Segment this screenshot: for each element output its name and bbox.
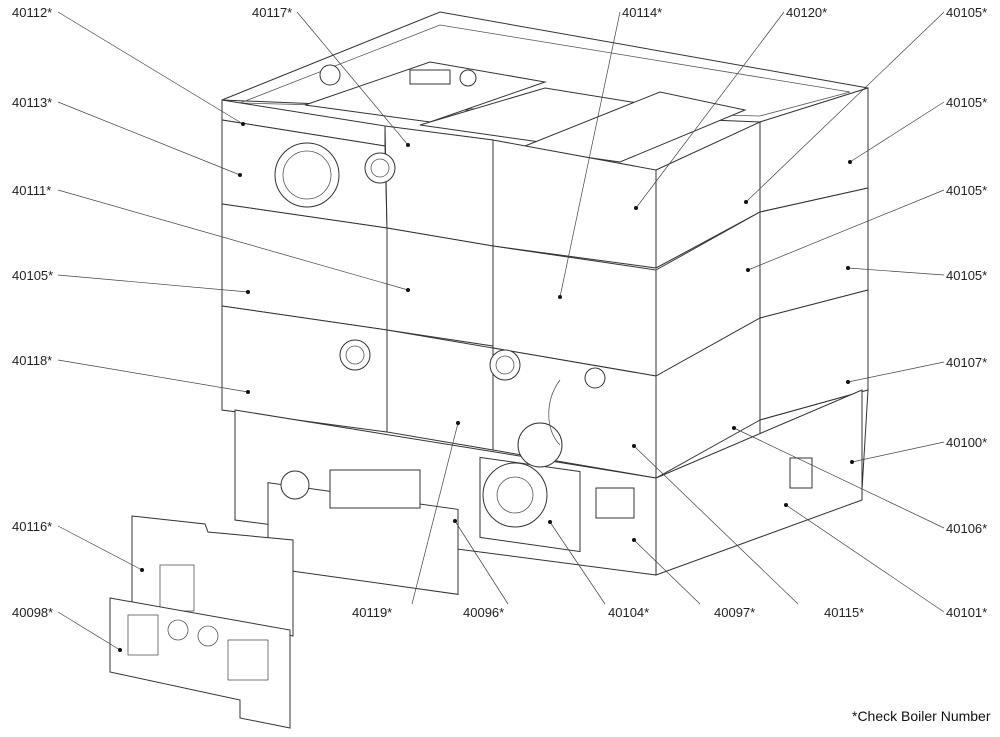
top-heat-exchanger-left bbox=[304, 61, 547, 123]
label-40104: 40104* bbox=[608, 605, 649, 620]
label-40118: 40118* bbox=[12, 353, 52, 368]
label-40105-r3: 40105* bbox=[946, 268, 987, 283]
leader-lines bbox=[57, 11, 945, 651]
label-40105-top: 40105* bbox=[946, 5, 987, 20]
label-40096: 40096* bbox=[463, 605, 504, 620]
label-40097: 40097* bbox=[714, 605, 755, 620]
label-40098: 40098* bbox=[12, 605, 53, 620]
label-40105-r2: 40105* bbox=[946, 183, 987, 198]
label-40106: 40106* bbox=[946, 521, 987, 536]
label-40100: 40100* bbox=[946, 435, 987, 450]
leader-dots bbox=[118, 122, 854, 652]
label-40111: 40111* bbox=[12, 183, 51, 198]
label-40115: 40115* bbox=[824, 605, 864, 620]
label-40105-r1: 40105* bbox=[946, 95, 987, 110]
label-40107: 40107* bbox=[946, 355, 987, 370]
label-40119: 40119* bbox=[352, 605, 392, 620]
front-panel-lower bbox=[109, 597, 291, 729]
label-40114: 40114* bbox=[622, 5, 662, 20]
boiler-assembly bbox=[221, 11, 869, 595]
label-40120: 40120* bbox=[786, 5, 827, 20]
label-40101: 40101* bbox=[946, 605, 987, 620]
label-40105-left: 40105* bbox=[12, 268, 53, 283]
part-labels: 40112* 40113* 40111* 40105* 40118* 40116… bbox=[12, 5, 987, 620]
label-40116: 40116* bbox=[12, 519, 52, 534]
footnote: *Check Boiler Number bbox=[852, 708, 991, 724]
label-40113: 40113* bbox=[12, 95, 52, 110]
label-40117: 40117* bbox=[252, 5, 292, 20]
label-40112: 40112* bbox=[12, 5, 52, 20]
